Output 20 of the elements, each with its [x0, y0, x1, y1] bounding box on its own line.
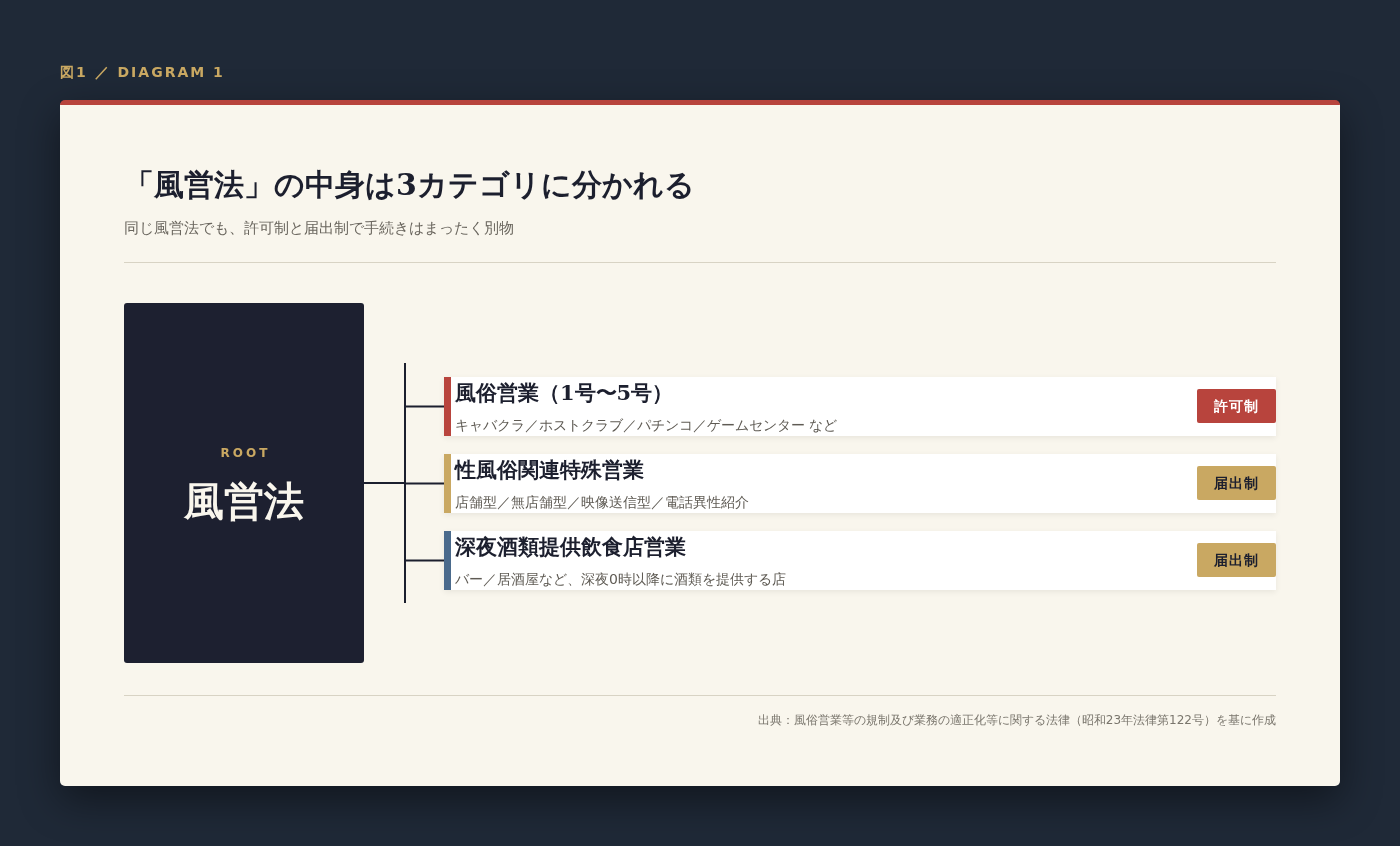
diagram-title: 「風営法」の中身は3カテゴリに分かれる	[124, 166, 695, 204]
root-box	[124, 303, 364, 663]
category-heading: 性風俗関連特殊営業	[455, 456, 644, 484]
root-title: 風営法	[183, 476, 305, 526]
category-heading: 風俗営業（1号〜5号）	[455, 379, 674, 407]
procedure-tag: 許可制	[1197, 389, 1276, 423]
source-note: 出典：風俗営業等の規制及び業務の適正化等に関する法律（昭和23年法律第122号）を基に作成	[757, 712, 1276, 728]
category-description: 店舗型／無店舗型／映像送信型／電話異性紹介	[455, 493, 749, 511]
root-label: ROOT	[219, 445, 272, 462]
category-heading: 深夜酒類提供飲食店営業	[455, 533, 686, 561]
category-card	[444, 531, 1276, 590]
subtitle: 同じ風営法でも、許可制と届出制で手続きはまったく別物	[124, 218, 514, 238]
tree-connector	[363, 482, 445, 562]
figure-number: 図1 ／ DIAGRAM 1	[60, 63, 225, 82]
procedure-tag: 届出制	[1197, 466, 1276, 500]
category-card	[444, 454, 1276, 513]
category-description: バー／居酒屋など、深夜0時以降に酒類を提供する店	[455, 570, 786, 588]
category-description: キャバクラ／ホストクラブ／パチンコ／ゲームセンター など	[455, 416, 838, 434]
category-card	[444, 377, 1276, 436]
procedure-tag: 届出制	[1197, 543, 1276, 577]
